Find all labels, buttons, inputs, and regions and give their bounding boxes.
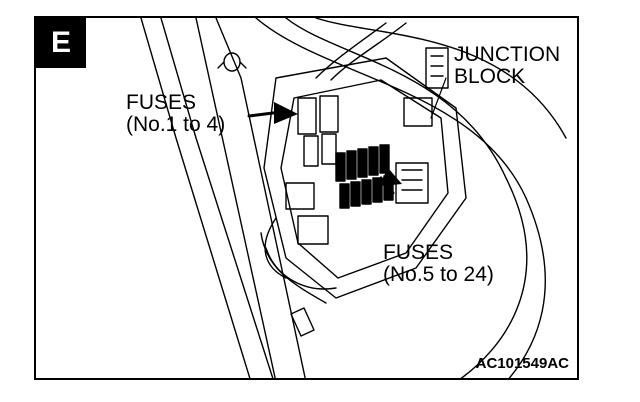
wire — [260, 232, 327, 304]
connector — [425, 47, 449, 89]
clip — [290, 307, 315, 337]
panel-edge-line — [160, 18, 274, 378]
junction-block-label-line1: JUNCTION — [454, 43, 561, 66]
fuses-upper-label: FUSES (No.1 to 4) — [126, 92, 225, 136]
figure-code: AC101549AC — [475, 355, 569, 372]
relay — [285, 182, 315, 210]
connector-detail — [401, 169, 423, 191]
diagram-frame: E JUNCTION BLOCK FUSES (No.1 to 4) FUSES… — [34, 16, 579, 380]
junction-block-housing — [263, 57, 467, 299]
connector — [403, 97, 433, 127]
fuse-upper — [303, 135, 319, 167]
trim-curve — [285, 18, 528, 378]
connector-detail — [430, 55, 444, 77]
fuses-upper-label-line1: FUSES — [126, 91, 197, 114]
arrowhead-lower — [379, 168, 402, 186]
leader-line-junction — [430, 77, 447, 119]
panel-edge-line — [140, 18, 251, 378]
fuses-lower-label-line1: FUSES — [383, 241, 454, 264]
wire — [315, 22, 387, 79]
junction-block-label-line2: BLOCK — [454, 65, 526, 88]
panel-edge-line — [195, 18, 276, 378]
fuses-lower-label-line2: (No.5 to 24) — [383, 263, 494, 286]
junction-block-label: JUNCTION BLOCK — [454, 44, 560, 88]
fuse-upper — [319, 95, 339, 133]
panel-edge-line — [215, 18, 306, 378]
junction-block-illustration — [140, 18, 567, 378]
arrowhead-upper — [274, 102, 298, 124]
fuse-upper — [321, 133, 337, 165]
relay — [297, 215, 329, 245]
fuse-upper — [297, 97, 317, 135]
fuses-lower-label: FUSES (No.5 to 24) — [383, 242, 494, 286]
wire — [264, 217, 287, 279]
wire — [330, 22, 407, 81]
trim-curve — [315, 18, 567, 139]
view-letter-badge: E — [36, 18, 86, 68]
trim-curve — [255, 18, 546, 378]
bolt-detail — [217, 61, 247, 69]
fuses-upper-label-line2: (No.1 to 4) — [126, 113, 226, 136]
